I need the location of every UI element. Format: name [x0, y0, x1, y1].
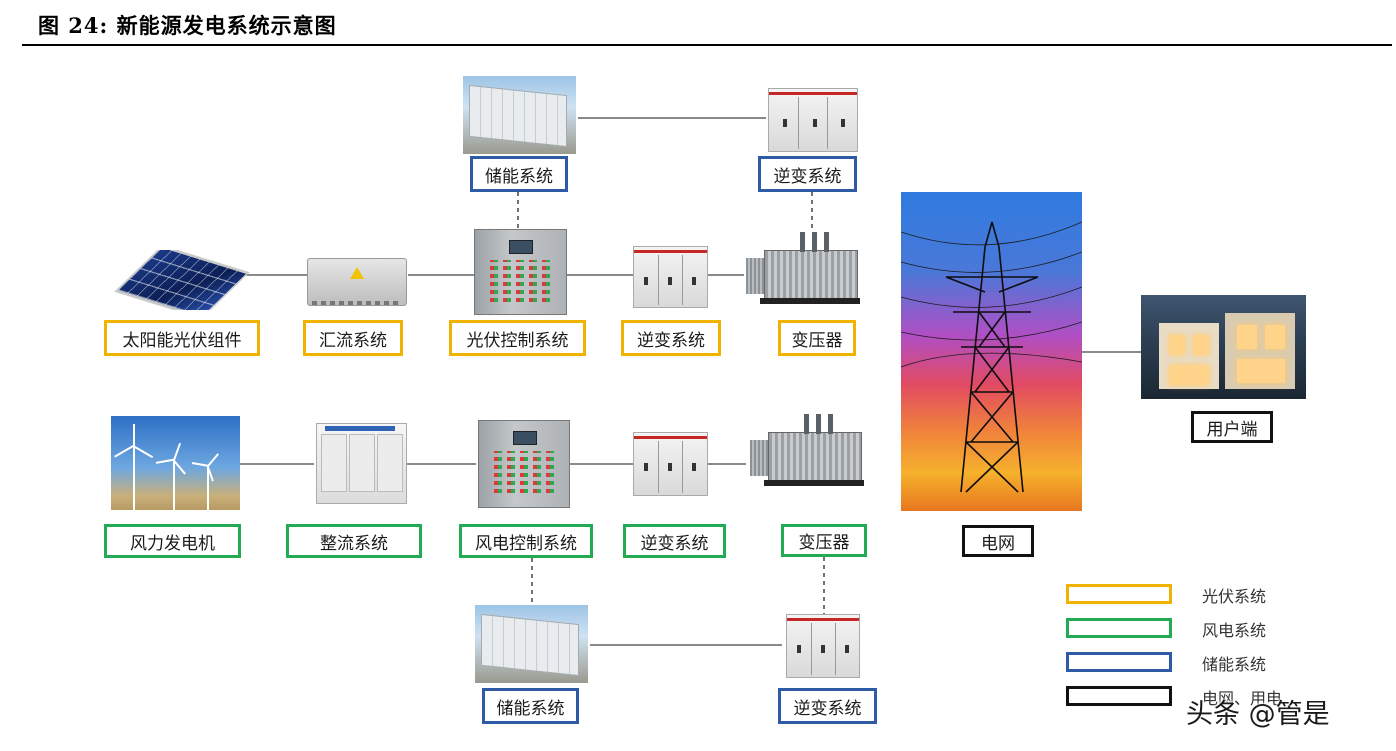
pv-control-cabinet-image: [474, 229, 567, 315]
wind-control-system-label: 风电控制系统: [459, 524, 593, 558]
inverter-cabinet-image-top: [768, 88, 858, 152]
legend-label-storage: 储能系统: [1202, 655, 1267, 674]
user-house-image: [1141, 295, 1306, 399]
wind-inverter-system-label: 逆变系统: [623, 524, 726, 558]
storage-system-label-top: 储能系统: [470, 156, 568, 192]
legend-swatch-grid: [1066, 686, 1172, 706]
user-end-label: 用户端: [1191, 411, 1273, 443]
solar-panel-image: [112, 250, 250, 310]
legend-label-wind: 风电系统: [1202, 621, 1267, 640]
pv-control-system-label: 光伏控制系统: [449, 320, 586, 356]
inverter-system-label-top: 逆变系统: [758, 156, 857, 192]
pv-transformer-image: [742, 228, 872, 310]
title-rule: [22, 44, 1392, 46]
pv-transformer-label: 变压器: [778, 320, 856, 356]
legend-swatch-pv: [1066, 584, 1172, 604]
rectifier-cabinet-image: [316, 423, 407, 504]
legend-swatch-wind: [1066, 618, 1172, 638]
storage-system-label-bottom: 储能系统: [482, 688, 579, 724]
wind-control-cabinet-image: [478, 420, 570, 508]
watermark: 头条 @管是: [1186, 699, 1330, 730]
inverter-system-label-bottom: 逆变系统: [778, 688, 877, 724]
wind-transformer-label: 变压器: [781, 524, 867, 557]
inverter-cabinet-image-bottom: [786, 614, 860, 678]
power-grid-tower-image: [901, 192, 1082, 511]
wind-transformer-image: [746, 410, 876, 494]
wind-turbine-label: 风力发电机: [104, 524, 241, 558]
rectifier-system-label: 整流系统: [286, 524, 422, 558]
legend-label-grid: 电网、用电: [1202, 689, 1283, 708]
storage-container-image-top: [463, 76, 576, 154]
pv-inverter-image: [633, 246, 708, 308]
solar-module-label: 太阳能光伏组件: [104, 320, 260, 356]
storage-container-image-bottom: [475, 605, 588, 683]
transmission-tower-icon: [901, 221, 1082, 493]
figure-title: 图 24: 新能源发电系统示意图: [38, 13, 337, 38]
combiner-system-label: 汇流系统: [303, 320, 403, 356]
legend-swatch-storage: [1066, 652, 1172, 672]
pv-inverter-system-label: 逆变系统: [621, 320, 721, 356]
grid-label: 电网: [962, 525, 1034, 557]
combiner-box-image: [307, 258, 407, 306]
wind-turbine-image: [111, 416, 240, 510]
wind-inverter-image: [633, 432, 708, 496]
legend-label-pv: 光伏系统: [1202, 587, 1267, 606]
